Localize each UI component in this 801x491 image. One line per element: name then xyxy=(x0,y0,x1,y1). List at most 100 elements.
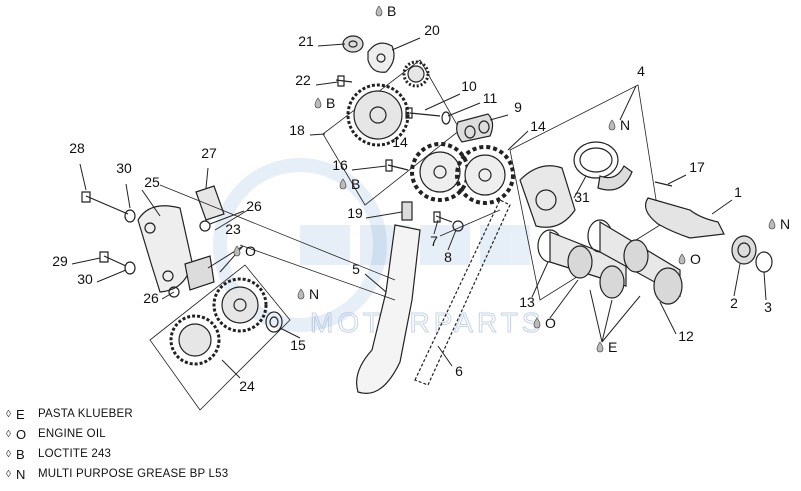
callout-22: 22 xyxy=(295,72,311,88)
marker-code: B xyxy=(351,176,360,192)
drop-icon: ◊ xyxy=(6,448,11,460)
bolt-28 xyxy=(81,191,129,215)
callout-23: 23 xyxy=(225,221,241,237)
watermark-text: MOTORPARTS xyxy=(310,307,544,338)
washer-30-top xyxy=(124,209,136,223)
marker-code: N xyxy=(309,286,319,302)
sprocket-14-right xyxy=(455,145,515,205)
callout-14b: 14 xyxy=(530,118,546,134)
legend-text: ENGINE OIL xyxy=(38,428,106,440)
callout-30b: 30 xyxy=(77,271,93,287)
marker-code: B xyxy=(387,3,396,19)
callout-26b: 26 xyxy=(143,290,159,306)
watermark-logo xyxy=(213,158,387,332)
callout-9: 9 xyxy=(514,99,522,115)
marker-code: O xyxy=(690,251,701,267)
screw-7 xyxy=(433,211,453,223)
callout-6: 6 xyxy=(455,363,463,379)
callout-17: 17 xyxy=(689,159,705,175)
lubricant-legend: ◊ E PASTA KLUEBER ◊ O ENGINE OIL ◊ B LOC… xyxy=(6,404,336,484)
pin-17 xyxy=(654,181,673,187)
drop-icon xyxy=(533,317,541,329)
callout-16: 16 xyxy=(332,157,348,173)
marker-o: O xyxy=(533,315,556,331)
callout-19: 19 xyxy=(347,205,363,221)
legend-code: E xyxy=(16,406,25,422)
gear-24-top xyxy=(212,277,268,333)
marker-code: B xyxy=(326,95,335,111)
callout-26a: 26 xyxy=(246,198,262,214)
drop-icon: ◊ xyxy=(6,468,11,480)
screw-10 xyxy=(405,107,441,119)
bolt-29 xyxy=(99,251,127,267)
drop-icon xyxy=(297,288,305,300)
timing-chain-6 xyxy=(414,199,511,386)
callout-24: 24 xyxy=(239,378,255,394)
bearing-23 xyxy=(184,255,215,291)
bracket-25 xyxy=(137,205,193,293)
marker-n: N xyxy=(768,216,790,232)
tensioner-19 xyxy=(401,201,413,221)
spacer-26-top xyxy=(199,220,211,232)
drop-icon: ◊ xyxy=(6,408,11,420)
callout-29: 29 xyxy=(52,253,68,269)
legend-text: LOCTITE 243 xyxy=(38,448,112,460)
legend-row-e: ◊ E PASTA KLUEBER xyxy=(6,404,336,424)
drop-icon xyxy=(375,5,383,17)
washer-15 xyxy=(265,311,283,333)
washer-11 xyxy=(441,111,451,125)
gear-group-24-outline xyxy=(149,264,291,411)
sprocket-14-left xyxy=(410,142,470,202)
nut-21 xyxy=(342,35,364,53)
camshaft-12 xyxy=(587,219,683,305)
drop-icon xyxy=(314,97,322,109)
callout-8: 8 xyxy=(444,249,452,265)
bearing-shell-31 xyxy=(573,141,619,179)
camshaft-13 xyxy=(537,229,627,299)
callout-5: 5 xyxy=(352,261,360,277)
leader-lines xyxy=(71,37,767,379)
gear-18-large xyxy=(346,83,410,147)
callout-13: 13 xyxy=(519,294,535,310)
parts-linework xyxy=(81,35,773,411)
marker-b: B xyxy=(375,3,396,19)
marker-code: O xyxy=(245,243,256,259)
gear-24-bottom xyxy=(169,314,221,366)
callout-12: 12 xyxy=(678,328,694,344)
callout-27: 27 xyxy=(201,145,217,161)
chain-guide-5 xyxy=(356,224,421,394)
drop-icon xyxy=(768,218,776,230)
callout-4: 4 xyxy=(637,63,645,79)
screw-22 xyxy=(335,75,353,87)
marker-code: N xyxy=(620,117,630,133)
legend-row-o: ◊ O ENGINE OIL xyxy=(6,424,336,444)
drop-icon xyxy=(596,341,604,353)
marker-n: N xyxy=(608,117,630,133)
washer-30-bottom xyxy=(124,261,136,275)
marker-o: O xyxy=(233,243,256,259)
callout-1: 1 xyxy=(734,184,742,200)
marker-o: O xyxy=(678,251,701,267)
callout-14a: 14 xyxy=(392,134,408,150)
marker-b: B xyxy=(339,176,360,192)
spacer-26-bottom xyxy=(168,286,180,298)
bearing-2 xyxy=(731,235,757,265)
legend-code: O xyxy=(16,426,27,442)
callout-30a: 30 xyxy=(116,160,132,176)
callout-20: 20 xyxy=(424,22,440,38)
marker-code: N xyxy=(780,216,790,232)
gear-18-small xyxy=(402,60,430,88)
callout-28: 28 xyxy=(69,140,85,156)
screw-16 xyxy=(385,159,409,172)
callout-31: 31 xyxy=(574,189,590,205)
cam-housing xyxy=(519,165,576,228)
drop-icon: ◊ xyxy=(6,428,11,440)
callout-11: 11 xyxy=(483,90,498,106)
callout-25: 25 xyxy=(144,174,160,190)
seal-3 xyxy=(755,251,773,273)
marker-b: B xyxy=(314,95,335,111)
legend-row-n: ◊ N MULTI PURPOSE GREASE BP L53 xyxy=(6,464,336,484)
